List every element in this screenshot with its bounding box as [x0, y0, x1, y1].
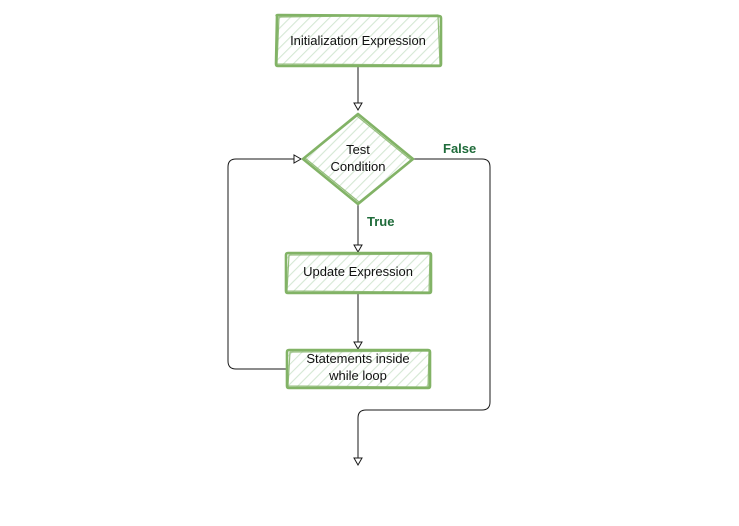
- arrowhead-loop-back: [293, 154, 303, 164]
- update-expression-text: Update Expression: [303, 264, 413, 279]
- true-label: True: [367, 214, 394, 229]
- node-initialization-expression: Initialization Expression: [274, 13, 443, 68]
- arrowhead-init-to-test: [353, 102, 363, 112]
- node-statements-inside-while-loop: Statements inside while loop: [285, 348, 432, 390]
- statements-line2: while loop: [328, 368, 387, 383]
- edge-loop-back: [227, 158, 294, 370]
- arrowhead-false-exit: [353, 457, 363, 467]
- arrowhead-update-to-statements: [353, 341, 363, 351]
- test-condition-line2: Condition: [331, 159, 386, 174]
- statements-line1: Statements inside: [306, 351, 409, 366]
- node-update-expression: Update Expression: [284, 251, 433, 295]
- false-label: False: [443, 141, 476, 156]
- edges: [227, 66, 491, 467]
- edge-false-exit: [357, 158, 491, 458]
- node-test-condition: Test Condition: [301, 112, 415, 206]
- test-condition-line1: Test: [346, 142, 370, 157]
- arrowhead-test-to-update: [353, 244, 363, 254]
- initialization-expression-text: Initialization Expression: [290, 33, 426, 48]
